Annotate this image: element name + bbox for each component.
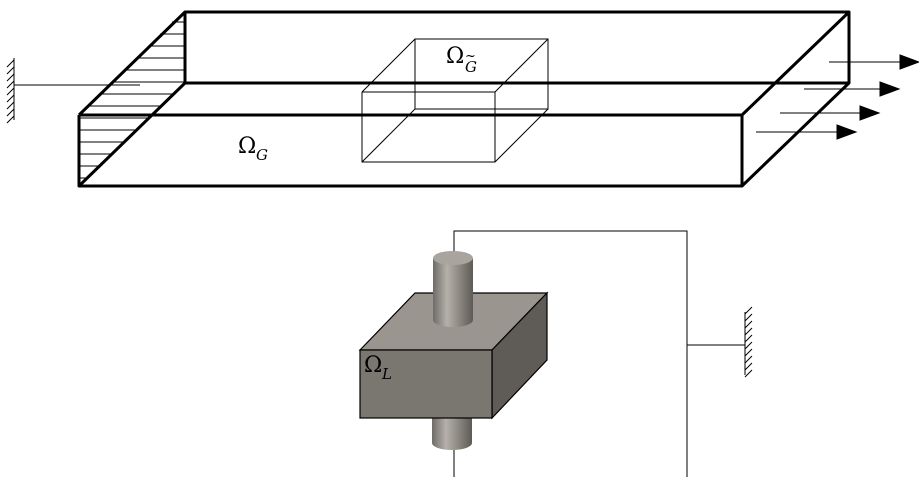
- omega-l-label: Ω: [364, 353, 382, 378]
- omega-g-tilde-label: Ω: [446, 44, 464, 69]
- global-plate: Ω G Ω G ~: [6, 10, 919, 188]
- local-specimen: Ω L: [358, 230, 753, 477]
- tilde-mark: ~: [465, 49, 476, 64]
- left-face-hatching: [79, 21, 185, 179]
- omega-g-label: Ω: [238, 134, 256, 159]
- load-arrows: [756, 54, 919, 140]
- local-block: [358, 291, 549, 420]
- block-front-face: [359, 349, 493, 419]
- omega-g-tilde-subscript: G: [465, 58, 477, 76]
- plate-edges: [77, 10, 851, 188]
- local-region-box: [361, 38, 549, 163]
- left-wall-support: [6, 58, 140, 124]
- right-wall-support: [744, 306, 753, 378]
- omega-g-subscript: G: [256, 146, 268, 164]
- omega-l-subscript: L: [381, 365, 392, 383]
- top-cylinder: [433, 251, 473, 327]
